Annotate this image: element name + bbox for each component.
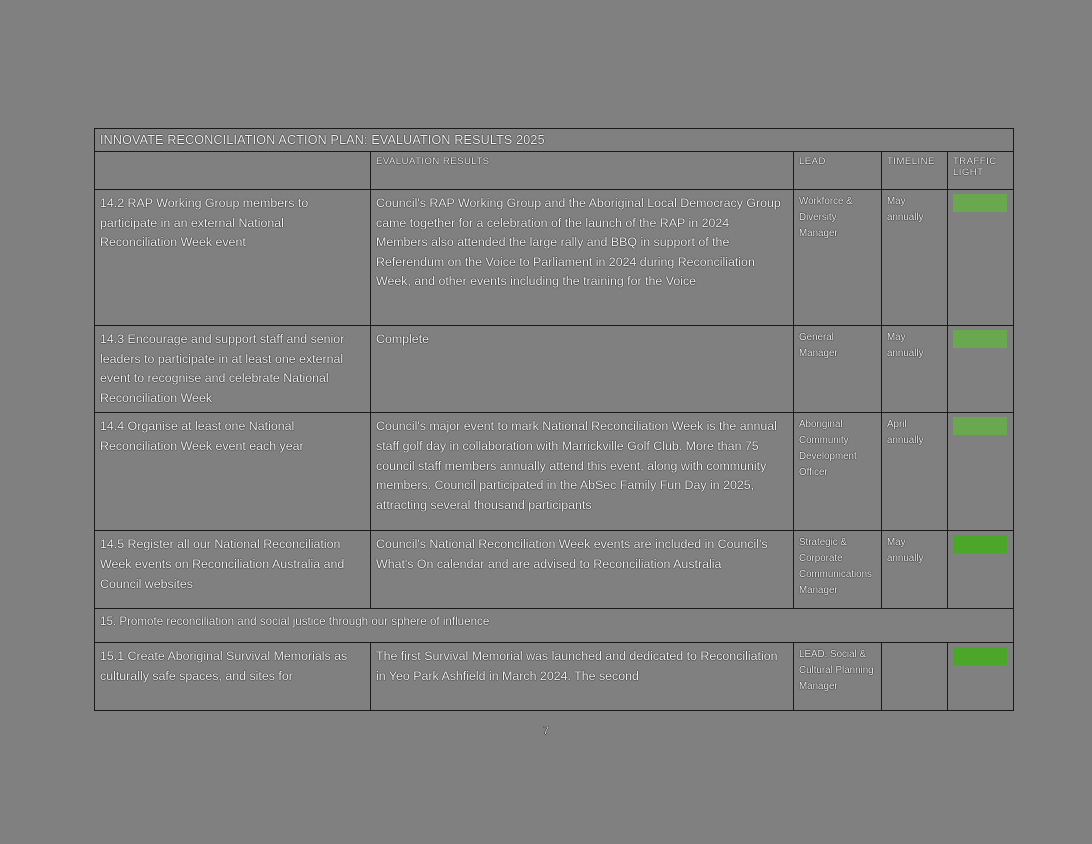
row-lead: LEAD: Social & Cultural Planning Manager xyxy=(793,642,882,712)
row-lead: General Manager xyxy=(793,324,882,414)
evaluation-paragraph: Council's National Reconciliation Week e… xyxy=(376,537,768,571)
row-action: 14.5 Register all our National Reconcili… xyxy=(94,530,371,610)
evaluation-paragraph: Council's RAP Working Group and the Abor… xyxy=(376,196,781,230)
table-row: 15.1 Create Aboriginal Survival Memorial… xyxy=(94,642,1015,712)
row-evaluation-results: Council's RAP Working Group and the Abor… xyxy=(370,189,794,326)
evaluation-paragraph: The first Survival Memorial was launched… xyxy=(376,649,778,683)
row-traffic-light xyxy=(946,189,1015,326)
row-action: 14.2 RAP Working Group members to partic… xyxy=(94,189,371,326)
table-row: 14.4 Organise at least one National Reco… xyxy=(94,412,1015,532)
row-evaluation-results: The first Survival Memorial was launched… xyxy=(370,642,794,712)
row-timeline xyxy=(881,642,948,712)
row-evaluation-results: Complete xyxy=(370,324,794,414)
traffic-light-indicator xyxy=(953,194,1008,212)
row-lead: Workforce & Diversity Manager xyxy=(793,189,882,326)
traffic-light-indicator xyxy=(953,330,1008,348)
row-traffic-light xyxy=(946,642,1015,712)
evaluation-paragraph: Members also attended the large rally an… xyxy=(376,235,755,289)
section-heading-row: 15. Promote reconciliation and social ju… xyxy=(93,608,1015,644)
row-action: 14.4 Organise at least one National Reco… xyxy=(94,412,371,532)
row-traffic-light xyxy=(946,530,1015,610)
row-traffic-light xyxy=(946,412,1015,532)
row-evaluation-results: Council's National Reconciliation Week e… xyxy=(370,530,794,610)
row-timeline: May annually xyxy=(881,189,948,326)
header-action-column xyxy=(94,151,371,190)
traffic-light-indicator xyxy=(953,647,1008,666)
table-header-row: EVALUATION RESULTS LEAD TIMELINE TRAFFIC… xyxy=(94,151,1015,190)
row-action: 14.3 Encourage and support staff and sen… xyxy=(94,324,371,414)
table-row: 14.5 Register all our National Reconcili… xyxy=(94,530,1015,610)
evaluation-results-table: INNOVATE RECONCILIATION ACTION PLAN: EVA… xyxy=(93,128,1015,712)
traffic-light-indicator xyxy=(953,535,1008,554)
table-row: 14.3 Encourage and support staff and sen… xyxy=(94,324,1015,414)
document-title: INNOVATE RECONCILIATION ACTION PLAN: EVA… xyxy=(93,128,1015,152)
row-timeline: April annually xyxy=(881,412,948,532)
table-row: 14.2 RAP Working Group members to partic… xyxy=(94,189,1015,326)
header-evaluation-results: EVALUATION RESULTS xyxy=(370,151,794,190)
section-heading: 15. Promote reconciliation and social ju… xyxy=(93,608,1015,644)
header-lead: LEAD xyxy=(793,151,882,190)
row-lead: Aboriginal Community Development Officer xyxy=(793,412,882,532)
page-number: 7 xyxy=(542,725,550,737)
row-timeline: May annually xyxy=(881,530,948,610)
row-traffic-light xyxy=(946,324,1015,414)
document-body: INNOVATE RECONCILIATION ACTION PLAN: EVA… xyxy=(93,128,1015,712)
row-evaluation-results: Council's major event to mark National R… xyxy=(370,412,794,532)
traffic-light-indicator xyxy=(953,417,1008,436)
header-traffic-light: TRAFFIC LIGHT xyxy=(946,151,1015,190)
row-lead: Strategic & Corporate Communications Man… xyxy=(793,530,882,610)
table-title-row: INNOVATE RECONCILIATION ACTION PLAN: EVA… xyxy=(93,128,1015,152)
evaluation-paragraph: Complete xyxy=(376,332,430,346)
row-action: 15.1 Create Aboriginal Survival Memorial… xyxy=(94,642,371,712)
evaluation-paragraph: Council's major event to mark National R… xyxy=(376,419,777,512)
row-timeline: May annually xyxy=(881,324,948,414)
header-timeline: TIMELINE xyxy=(881,151,948,190)
